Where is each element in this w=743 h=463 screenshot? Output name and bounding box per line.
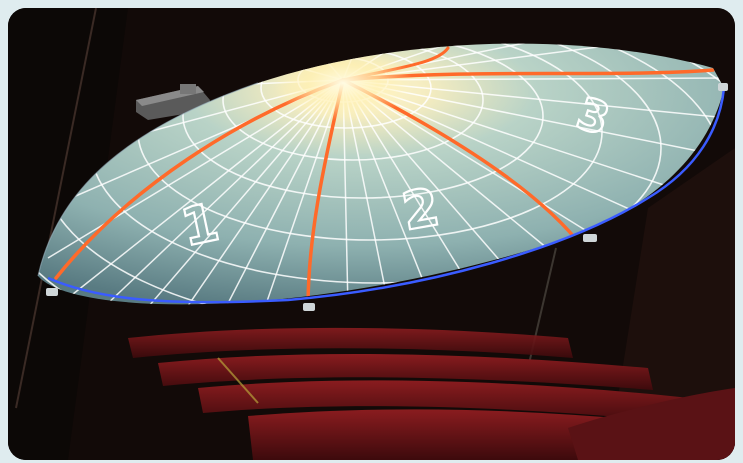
dome-illustration: 1 2 3 — [8, 8, 735, 460]
support-pin — [583, 234, 597, 242]
support-pin — [46, 288, 58, 296]
support-pin — [303, 303, 315, 311]
seating-rows — [128, 327, 735, 460]
dome-theater-photo: 1 2 3 — [8, 8, 735, 460]
support-pin — [718, 83, 728, 91]
